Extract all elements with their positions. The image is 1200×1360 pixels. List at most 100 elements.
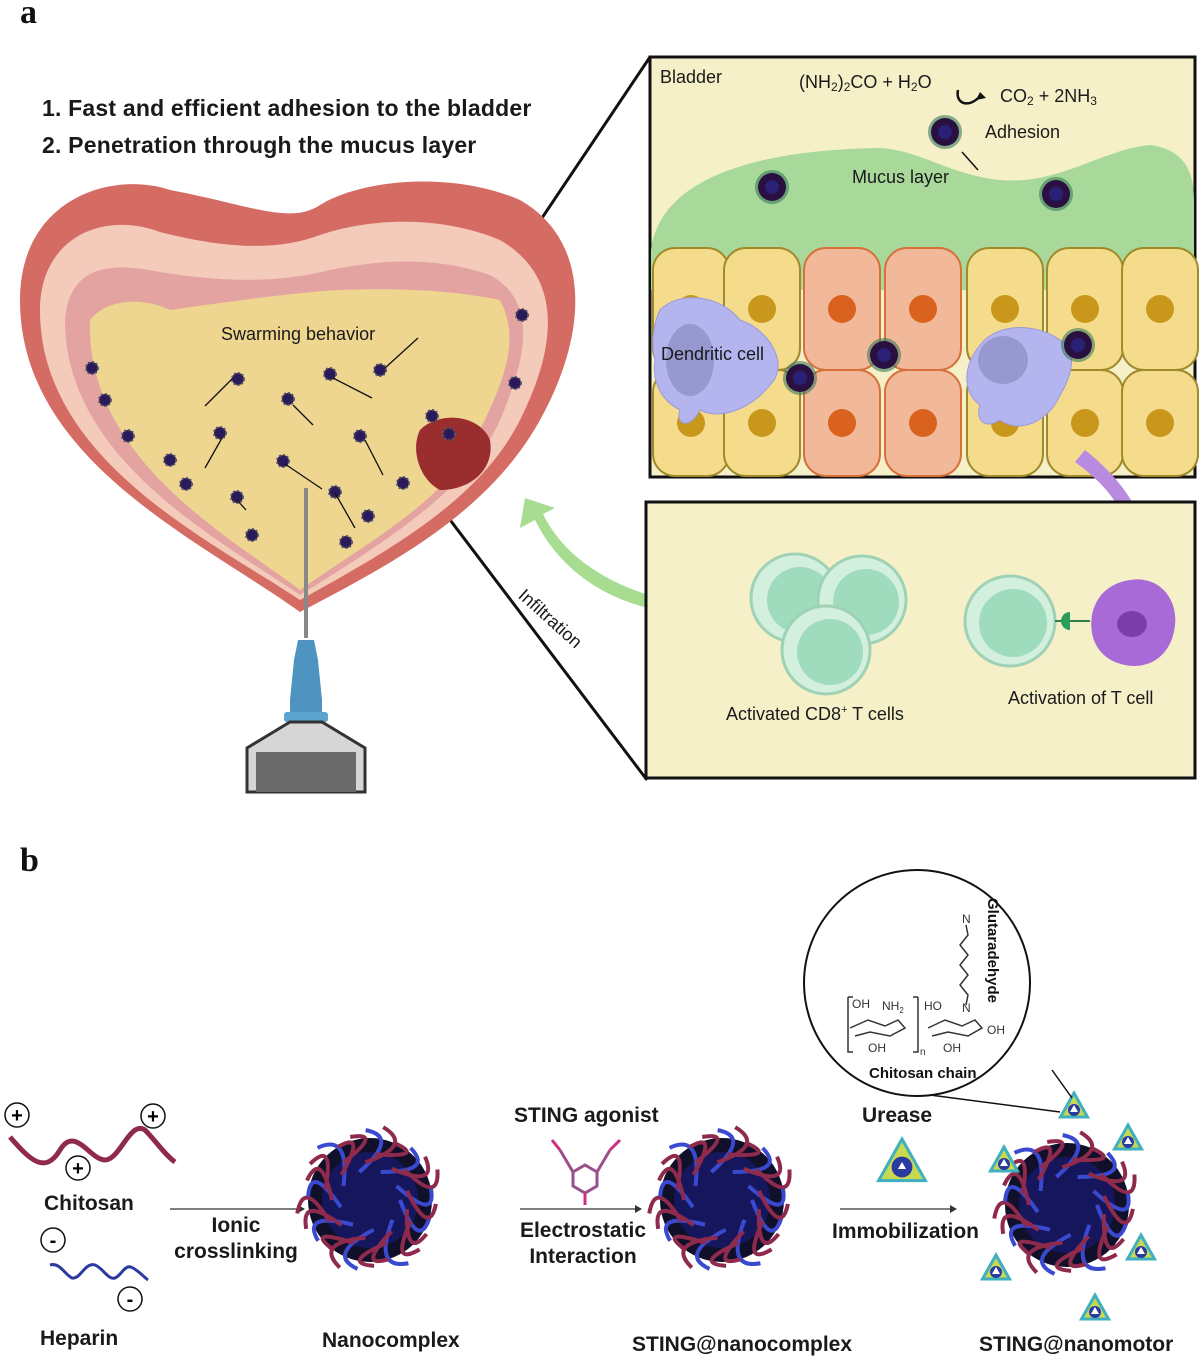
nanomotor-dot — [373, 363, 387, 377]
bladder-illustration — [20, 181, 576, 612]
immobilized-urease-icon — [1078, 1291, 1112, 1321]
dendritic-cell-label: Dendritic cell — [661, 344, 765, 364]
charge-symbols: + + + - - — [4, 1102, 166, 1312]
cell-nucleus — [909, 409, 937, 437]
key-point-2: 2. Penetration through the mucus layer — [42, 132, 477, 158]
urease-label: Urease — [862, 1104, 933, 1127]
nanomotor-dot — [85, 361, 99, 375]
immobilized-urease-icon — [1124, 1231, 1158, 1261]
inset-nanomotors — [755, 115, 1095, 395]
sting-agonist-label: STING agonist — [514, 1104, 659, 1127]
nanomotor-dot — [508, 376, 522, 390]
nanomotor-particle — [783, 361, 817, 395]
nanomotor-dot — [425, 409, 439, 423]
cell-nucleus — [828, 409, 856, 437]
adhesion-arrow — [961, 151, 979, 171]
activated-cd8-tcells — [749, 552, 908, 696]
zoom-circle — [803, 869, 1073, 1113]
svg-text:+: + — [72, 1158, 84, 1180]
glutaraldehyde-label: Glutaradehyde — [984, 898, 1001, 1004]
tcell-antigen-presentation — [963, 574, 1176, 668]
nanomotor-dot — [121, 429, 135, 443]
nanomotor-dot — [163, 453, 177, 467]
chem-oh-3: OH — [868, 1041, 886, 1055]
nanomotor-dot — [213, 426, 227, 440]
swarming-arrows — [204, 337, 419, 529]
nanocomplex-label: Nanocomplex — [322, 1329, 460, 1352]
bladder-nanomotors — [85, 308, 529, 549]
positive-charge-icon: + — [140, 1103, 166, 1129]
tumor — [416, 417, 491, 490]
key-point-1: 1. Fast and efficient adhesion to the bl… — [42, 95, 532, 121]
nanomotor-dot — [323, 367, 337, 381]
svg-text:+: + — [11, 1105, 23, 1127]
cell-nucleus — [748, 295, 776, 323]
step2-line2: Interaction — [529, 1245, 637, 1268]
nanomotor-dot — [231, 372, 245, 386]
step1-line2: crosslinking — [174, 1240, 298, 1263]
negative-charge-icon: - — [40, 1227, 66, 1253]
nanomotor-dot — [179, 477, 193, 491]
chitosan-chain-label: Chitosan chain — [869, 1065, 977, 1082]
immobilization-label: Immobilization — [832, 1220, 979, 1243]
chem-oh-1: OH — [852, 997, 870, 1011]
positive-charge-icon: + — [4, 1102, 30, 1128]
adhesion-label: Adhesion — [985, 122, 1061, 142]
chitosan-label: Chitosan — [44, 1192, 134, 1215]
immobilized-urease-icon — [1057, 1089, 1091, 1119]
nanomotor-dot — [396, 476, 410, 490]
chem-n-upper: N — [962, 912, 971, 926]
sting-nanocomplex-particle — [647, 1125, 792, 1271]
nanomotor-particle — [867, 338, 901, 372]
nanomotor-dot — [442, 427, 456, 441]
nanomotor-dot — [98, 393, 112, 407]
svg-text:+: + — [147, 1106, 159, 1128]
nanomotor-dot — [353, 429, 367, 443]
nanomotor-dot — [361, 509, 375, 523]
inset-bladder-mucosa — [648, 55, 1199, 479]
reaction-products: CO2 + 2NH3 — [1000, 86, 1097, 108]
chem-ho: HO — [924, 999, 942, 1013]
nanomotor-dot — [515, 308, 529, 322]
nanomotor-dot — [339, 535, 353, 549]
cell-nucleus — [828, 295, 856, 323]
svg-text:-: - — [50, 1230, 57, 1252]
activated-cd8-label: Activated CD8+ T cells — [726, 704, 904, 724]
cell-nucleus — [909, 295, 937, 323]
nanomotor-dot — [230, 490, 244, 504]
callout-line-bottom — [433, 499, 649, 781]
sting-nanomotor-particle — [992, 1130, 1137, 1276]
sting-nanocomplex-label: STING@nanocomplex — [632, 1333, 853, 1356]
chem-nh2: NH2 — [882, 999, 904, 1015]
electrostatic-interaction-label: Electrostatic Interaction — [512, 1218, 654, 1270]
chem-n-lower: N — [962, 1001, 971, 1015]
nanomotor-particle — [1061, 328, 1095, 362]
needle-hub — [290, 640, 322, 712]
immobilized-urease-icon — [1111, 1121, 1145, 1151]
cell-nucleus — [1146, 409, 1174, 437]
cell-nucleus — [1146, 295, 1174, 323]
immobilized-urease-icon — [979, 1251, 1013, 1281]
nanomotor-dot — [328, 485, 342, 499]
nanomotor-particle — [755, 170, 789, 204]
mucus-layer-label: Mucus layer — [852, 167, 950, 187]
negative-charge-icon: - — [117, 1286, 143, 1312]
chem-oh-2: OH — [987, 1023, 1005, 1037]
swarming-behavior-label: Swarming behavior — [221, 324, 376, 344]
chitosan-strand — [8, 1125, 177, 1166]
activation-t-cell-label: Activation of T cell — [1008, 688, 1154, 708]
ionic-crosslinking-label: Ionic crosslinking — [172, 1213, 300, 1265]
panel-b-label: b — [20, 842, 39, 879]
syringe — [245, 488, 367, 794]
cell-nucleus — [748, 409, 776, 437]
cell-nucleus — [991, 295, 1019, 323]
chem-oh-4: OH — [943, 1041, 961, 1055]
heparin-label: Heparin — [40, 1327, 119, 1350]
step1-line1: Ionic — [211, 1214, 261, 1237]
panel-a-label: a — [20, 0, 37, 31]
urease-enzyme-icon — [876, 1135, 928, 1183]
nanomotor-particle — [1039, 177, 1073, 211]
bladder-lumen — [89, 289, 510, 590]
reaction-reactants: (NH2)2CO + H2O — [799, 72, 932, 94]
immobilized-urease-icon — [987, 1143, 1021, 1173]
